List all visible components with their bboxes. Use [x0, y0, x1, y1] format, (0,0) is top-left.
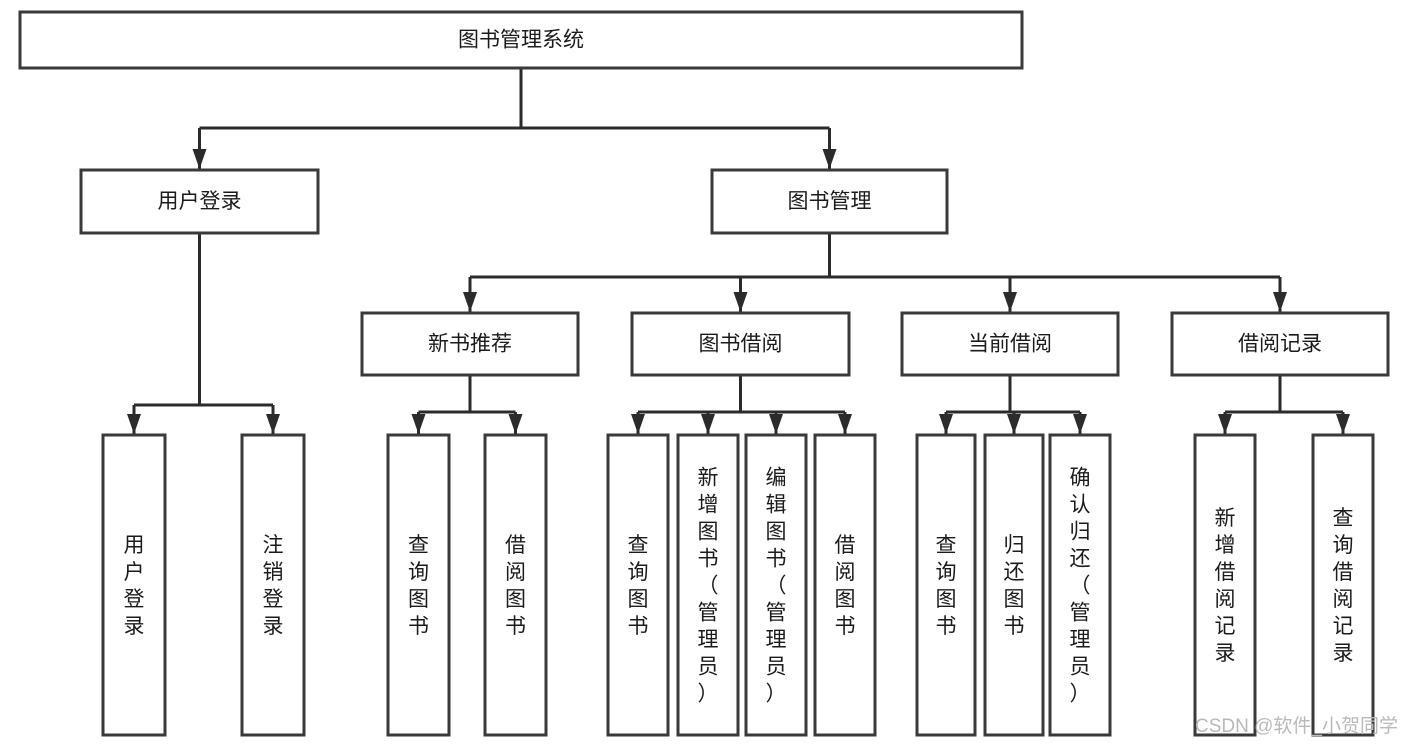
node-borrow-record[interactable]: 借阅记录: [1170, 311, 1390, 377]
leaf-add-borrow-record[interactable]: 新增借阅记录: [1193, 433, 1257, 737]
arrow-head-icon: [127, 414, 141, 434]
leaf-query-borrow-record-label: 查询借阅记录: [1333, 507, 1354, 665]
leaf-query-book-borrow-box: [606, 433, 670, 737]
leaf-return-book[interactable]: 归还图书: [983, 433, 1045, 737]
leaf-borrow-book-recommend[interactable]: 借阅图书: [483, 433, 548, 737]
node-user-login-label: 用户登录: [158, 190, 242, 213]
leaf-query-book-recommend-label: 查询图书: [408, 534, 429, 638]
node-user-login-box: [79, 168, 320, 235]
arrow-head-icon: [1073, 414, 1087, 434]
leaf-return-book-label: 归还图书: [1004, 534, 1025, 638]
node-book-management[interactable]: 图书管理: [710, 168, 949, 235]
leaf-add-borrow-record-box: [1193, 433, 1257, 737]
leaf-query-book-recommend[interactable]: 查询图书: [386, 433, 451, 737]
leaf-query-book-recommend-box: [386, 433, 451, 737]
leaf-add-book-admin-label: 新增图书（管理员）: [698, 467, 719, 706]
arrow-head-icon: [701, 414, 715, 434]
node-book-borrow-label: 图书借阅: [699, 333, 783, 356]
leaf-add-book-admin-box: [676, 433, 740, 737]
leaf-edit-book-admin-box: [744, 433, 808, 737]
arrow-head-icon: [838, 414, 852, 434]
arrow-head-icon: [1007, 414, 1021, 434]
arrow-head-icon: [463, 292, 477, 312]
arrow-head-icon: [733, 292, 748, 312]
node-current-borrow-box: [900, 311, 1120, 377]
leaf-borrow-book-recommend-label: 借阅图书: [505, 534, 526, 638]
arrow-head-icon: [266, 414, 280, 434]
arrow-head-icon: [1003, 292, 1017, 312]
arrow-head-icon: [1336, 414, 1350, 434]
leaf-borrow-book-borrow-label: 借阅图书: [835, 534, 856, 638]
arrow-head-icon: [1218, 414, 1232, 434]
leaf-query-borrow-record[interactable]: 查询借阅记录: [1311, 433, 1375, 737]
node-book-management-label: 图书管理: [788, 190, 872, 213]
arrow-head-icon: [508, 414, 523, 434]
leaf-query-book-current-label: 查询图书: [936, 534, 957, 638]
leaf-add-borrow-record-label: 新增借阅记录: [1215, 507, 1236, 665]
leaf-query-book-current[interactable]: 查询图书: [915, 433, 977, 737]
node-layer: 图书管理系统用户登录图书管理新书推荐图书借阅当前借阅借阅记录用户登录注销登录查询…: [18, 10, 1390, 737]
node-borrow-record-label: 借阅记录: [1238, 333, 1322, 356]
node-book-borrow[interactable]: 图书借阅: [630, 311, 851, 377]
arrow-head-icon: [822, 149, 837, 169]
leaf-edit-book-admin[interactable]: 编辑图书（管理员）: [744, 433, 808, 737]
connector-layer: [127, 68, 1350, 434]
node-borrow-record-box: [1170, 311, 1390, 377]
node-new-book-recommend-box: [360, 311, 580, 377]
node-current-borrow-label: 当前借阅: [968, 333, 1052, 356]
leaf-user-logout-label: 注销登录: [263, 534, 284, 638]
arrow-head-icon: [192, 149, 207, 169]
node-current-borrow[interactable]: 当前借阅: [900, 311, 1120, 377]
node-book-management-box: [710, 168, 949, 235]
leaf-confirm-return-admin-box: [1048, 433, 1112, 737]
node-user-login[interactable]: 用户登录: [79, 168, 320, 235]
arrow-head-icon: [631, 414, 645, 434]
leaf-return-book-box: [983, 433, 1045, 737]
leaf-borrow-book-borrow[interactable]: 借阅图书: [813, 433, 877, 737]
leaf-query-book-borrow-label: 查询图书: [628, 534, 649, 638]
node-root-system[interactable]: 图书管理系统: [18, 10, 1024, 70]
arrow-head-icon: [939, 414, 953, 434]
node-new-book-recommend[interactable]: 新书推荐: [360, 311, 580, 377]
arrow-head-icon: [769, 414, 783, 434]
leaf-query-book-borrow[interactable]: 查询图书: [606, 433, 670, 737]
arrow-head-icon: [1273, 292, 1287, 312]
leaf-user-login[interactable]: 用户登录: [101, 433, 167, 737]
node-root-system-label: 图书管理系统: [458, 29, 584, 52]
node-new-book-recommend-label: 新书推荐: [428, 333, 512, 356]
leaf-user-login-box: [101, 433, 167, 737]
leaf-borrow-book-borrow-box: [813, 433, 877, 737]
csdn-watermark: CSDN @软件_小贺同学: [1195, 715, 1398, 737]
leaf-user-login-label: 用户登录: [124, 534, 145, 638]
leaf-confirm-return-admin-label: 确认归还（管理员）: [1070, 467, 1091, 706]
leaf-user-logout[interactable]: 注销登录: [240, 433, 306, 737]
node-root-system-box: [18, 10, 1024, 70]
leaf-add-book-admin[interactable]: 新增图书（管理员）: [676, 433, 740, 737]
leaf-query-book-current-box: [915, 433, 977, 737]
leaf-borrow-book-recommend-box: [483, 433, 548, 737]
leaf-edit-book-admin-label: 编辑图书（管理员）: [766, 467, 787, 706]
leaf-query-borrow-record-box: [1311, 433, 1375, 737]
leaf-confirm-return-admin[interactable]: 确认归还（管理员）: [1048, 433, 1112, 737]
arrow-head-icon: [411, 414, 426, 434]
node-book-borrow-box: [630, 311, 851, 377]
leaf-user-logout-box: [240, 433, 306, 737]
